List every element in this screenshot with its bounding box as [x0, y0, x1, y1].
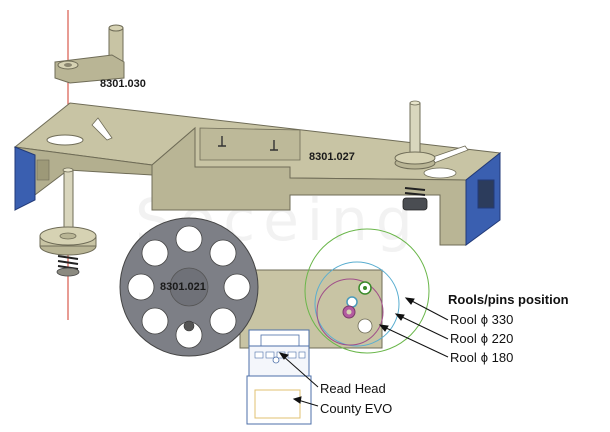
reel-disk: [119, 217, 259, 357]
roll-pins: [342, 281, 373, 334]
right-spindle: [394, 100, 436, 211]
read-head-model: County EVO: [320, 401, 392, 416]
leader-lines: [278, 297, 449, 407]
read-head: [246, 329, 312, 425]
bracket-plate: [13, 102, 502, 246]
roll-220-circle: [314, 261, 400, 347]
left-spindle: [39, 167, 97, 277]
crank-handle: [54, 24, 125, 84]
label-bracket: 8301.027: [309, 151, 355, 163]
label-handle: 8301.030: [100, 78, 146, 90]
legend-heading: Rools/pins position: [448, 292, 569, 307]
read-head-label: Read Head: [320, 381, 386, 396]
roll-330-circle: [304, 228, 430, 354]
roll-circles: [304, 228, 430, 354]
label-reel: 8301.021: [160, 281, 206, 293]
roll-180-circle: [316, 278, 384, 346]
